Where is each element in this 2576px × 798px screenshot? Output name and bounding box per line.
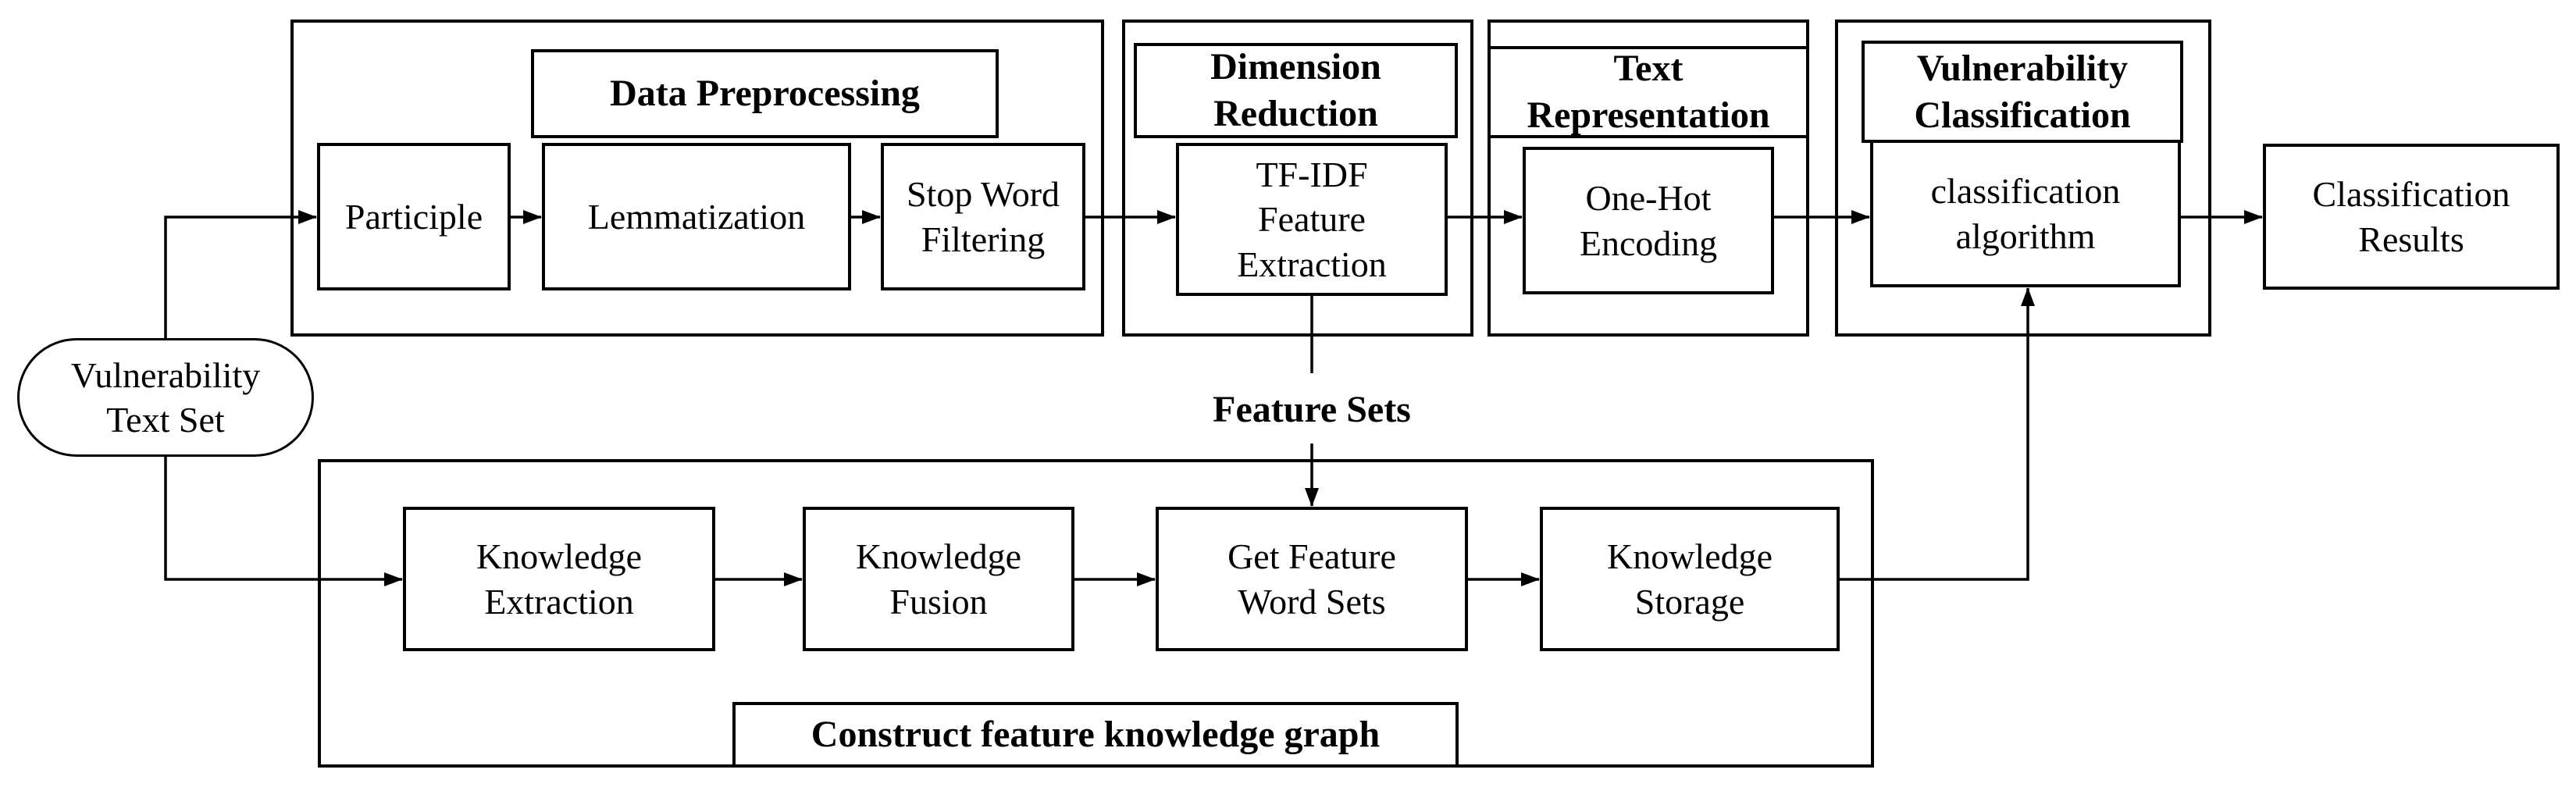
node-classification-algorithm: classification algorithm <box>1870 140 2181 287</box>
group-title-text-representation: Text Representation <box>1488 46 1809 138</box>
feature-sets-label: Feature Sets <box>1213 388 1411 430</box>
node-lemmatization: Lemmatization <box>542 143 851 290</box>
connector-textset-to-participle <box>164 210 317 338</box>
connector-textset-to-extraction <box>164 457 403 586</box>
group-dimension-reduction <box>1122 20 1473 337</box>
group-title-knowledge-graph: Construct feature knowledge graph <box>732 702 1459 768</box>
node-knowledge-storage: Knowledge Storage <box>1540 507 1840 651</box>
node-one-hot-encoding: One-Hot Encoding <box>1523 147 1774 294</box>
group-title-vulnerability-classification: Vulnerability Classification <box>1862 41 2183 143</box>
group-text-representation <box>1488 20 1809 337</box>
connector-storage-to-algorithm <box>1840 287 2035 581</box>
group-vulnerability-classification <box>1835 20 2211 337</box>
group-title-dimension-reduction: Dimension Reduction <box>1134 43 1458 138</box>
group-title-data-preprocessing: Data Preprocessing <box>531 49 999 138</box>
node-knowledge-extraction: Knowledge Extraction <box>403 507 715 651</box>
group-data-preprocessing <box>290 20 1104 337</box>
node-get-feature-word-sets: Get Feature Word Sets <box>1156 507 1468 651</box>
node-tfidf-feature-extraction: TF-IDF Feature Extraction <box>1176 143 1448 296</box>
node-classification-results: Classification Results <box>2263 144 2560 290</box>
node-participle: Participle <box>317 143 511 290</box>
node-stop-word-filtering: Stop Word Filtering <box>881 143 1085 290</box>
node-knowledge-fusion: Knowledge Fusion <box>803 507 1074 651</box>
node-vulnerability-text-set: Vulnerability Text Set <box>17 338 314 457</box>
